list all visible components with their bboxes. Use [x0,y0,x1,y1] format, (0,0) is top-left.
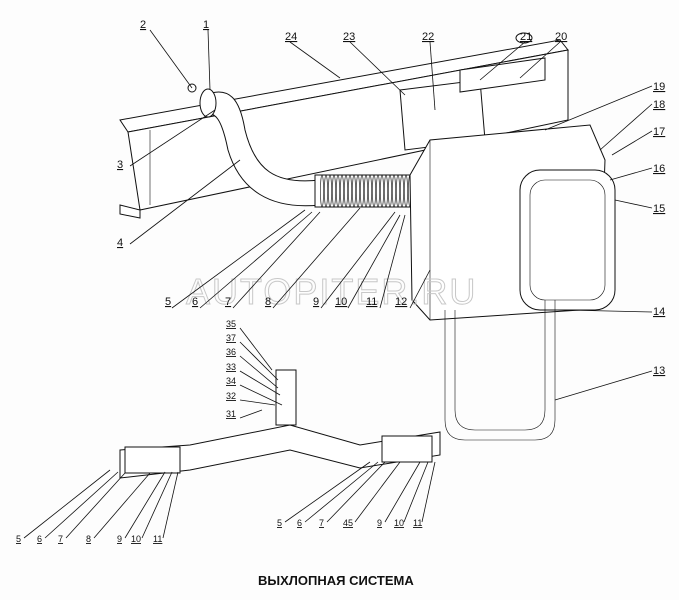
hose-rib [384,174,388,208]
callout-label: 9 [377,518,382,528]
lower-pipe-assembly [119,369,441,479]
lower-right-callouts: 5 6 7 45 9 10 11 [277,518,422,528]
callout-label: 13 [653,365,665,377]
callout-label: 16 [653,163,665,175]
callout-label: 24 [285,31,297,43]
callout-label: 7 [225,296,231,308]
callout-label: 21 [520,31,532,43]
callout-label: 4 [117,237,123,249]
bracket-callouts: 35 37 36 33 34 32 31 [226,319,236,419]
hose-rib [348,174,352,208]
callout-label: 5 [277,518,282,528]
callout-label: 20 [555,31,567,43]
diagram-title: ВЫХЛОПНАЯ СИСТЕМА [258,573,414,588]
callout-label: 5 [16,534,21,544]
callout-label: 11 [413,518,422,528]
callout-label: 22 [422,31,434,43]
callout-label: 6 [297,518,302,528]
callout-label: 6 [37,534,42,544]
callout-label: 11 [366,296,377,308]
callout-label: 1 [203,19,209,31]
hose-rib [364,174,368,208]
callout-label: 7 [58,534,63,544]
callout-label: 35 [226,319,236,329]
callout-label: 33 [226,362,236,372]
callout-label: 9 [117,534,122,544]
callout-label: 3 [117,159,123,171]
hose-rib [356,174,360,208]
lower-left-callouts: 5 6 7 8 9 10 11 [16,534,162,544]
upper-leader-lines [129,29,653,401]
muffler [409,124,616,441]
callout-label: 8 [265,296,271,308]
hose-rib [404,174,408,208]
hose-rib [344,174,348,208]
callout-label: 7 [319,518,324,528]
callout-label: 18 [653,99,665,111]
upper-callouts: 2 1 24 23 22 21 20 19 18 17 16 15 3 4 14… [117,19,665,377]
hose-rib [372,174,376,208]
callout-label: 10 [335,296,347,308]
flex-hose [314,174,416,208]
callout-label: 36 [226,347,236,357]
hose-rib [380,174,384,208]
lower-leader-lines [23,461,436,539]
callout-label: 5 [165,296,171,308]
watermark: AUTOPITER.RU [186,271,477,312]
hose-rib [324,174,328,208]
callout-label: 17 [653,126,665,138]
callout-label: 19 [653,81,665,93]
hose-rib [396,174,400,208]
callout-label: 34 [226,376,236,386]
hose-rib [340,174,344,208]
hose-rib [400,174,404,208]
callout-label: 15 [653,203,665,215]
callout-label: 37 [226,333,236,343]
callout-label: 10 [131,534,141,544]
callout-label: 2 [140,19,146,31]
hose-rib [336,174,340,208]
hose-rib [320,174,324,208]
callout-label: 45 [343,518,353,528]
bracket-leader-lines [239,327,283,419]
callout-label: 14 [653,306,665,318]
hose-rib [388,174,392,208]
callout-label: 12 [395,296,407,308]
callout-label: 10 [394,518,404,528]
hose-rib [376,174,380,208]
callout-label: 31 [226,409,236,419]
hose-rib [328,174,332,208]
hose-rib [352,174,356,208]
callout-label: 11 [153,534,162,544]
hose-rib [392,174,396,208]
callout-label: 32 [226,391,236,401]
callout-label: 6 [192,296,198,308]
hose-rib [332,174,336,208]
hose-rib [368,174,372,208]
hose-rib [360,174,364,208]
callout-label: 23 [343,31,355,43]
callout-label: 9 [313,296,319,308]
callout-label: 8 [86,534,91,544]
